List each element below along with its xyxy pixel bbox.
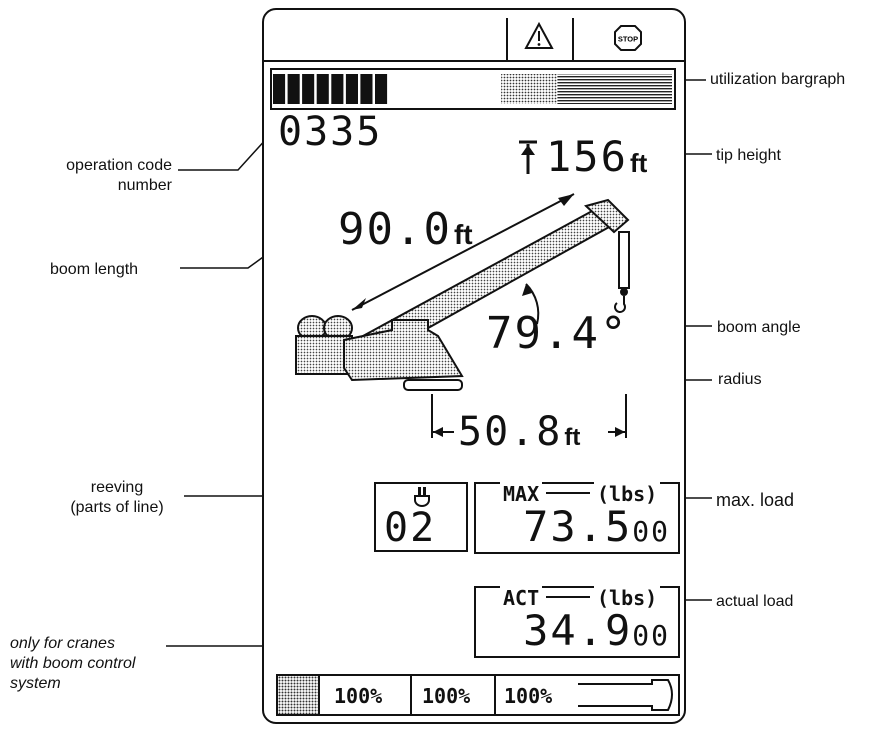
act-label-rule bbox=[546, 596, 590, 598]
hook-icon bbox=[614, 231, 630, 313]
crane-illustration bbox=[295, 193, 630, 391]
strip-divider-3 bbox=[494, 676, 496, 714]
boom-length-readout: 90.0ft bbox=[338, 206, 473, 254]
max-label: MAX bbox=[500, 482, 543, 506]
max-load-value-main: 73.5 bbox=[523, 502, 633, 551]
act-unit: (lbs) bbox=[594, 586, 661, 610]
reeving-box: 02 bbox=[374, 482, 468, 552]
utilization-segment bbox=[360, 74, 373, 104]
hook-block-icon bbox=[414, 487, 430, 507]
actual-load-value: 34.900 bbox=[523, 608, 670, 654]
boom-length-value: 90.0 bbox=[338, 204, 452, 255]
utilization-segment bbox=[375, 74, 388, 104]
callout-reeving: reeving (parts of line) bbox=[70, 479, 164, 516]
utilization-segment bbox=[273, 74, 286, 104]
max-load-value: 73.500 bbox=[523, 504, 670, 550]
radius-value: 50.8 bbox=[458, 409, 563, 455]
boom-section-3-percent: 100% bbox=[504, 684, 553, 708]
stop-icon-text: STOP bbox=[618, 35, 638, 44]
utilization-bargraph bbox=[270, 68, 676, 110]
turntable bbox=[403, 379, 463, 391]
boom-length-dimension-line bbox=[351, 193, 575, 311]
actual-load-value-main: 34.9 bbox=[523, 606, 633, 655]
reeving-value: 02 bbox=[384, 505, 437, 551]
tip-height-unit: ft bbox=[630, 148, 648, 178]
act-label: ACT bbox=[500, 586, 543, 610]
max-load-value-small: 00 bbox=[632, 515, 670, 548]
utilization-segment bbox=[345, 74, 358, 104]
callout-radius: radius bbox=[718, 371, 762, 388]
callout-boom-angle: boom angle bbox=[717, 319, 801, 336]
callout-utilization-bargraph: utilization bargraph bbox=[710, 71, 846, 88]
crane-display-screen: STOP 0335 156 ft bbox=[262, 8, 686, 724]
boom-control-strip: 100% 100% 100% bbox=[276, 674, 680, 716]
utilization-segment bbox=[287, 74, 300, 104]
callout-max-load: max. load bbox=[716, 490, 795, 510]
stop-cell[interactable]: STOP bbox=[572, 18, 684, 62]
utilization-segment bbox=[316, 74, 329, 104]
utilization-striped-zone bbox=[557, 74, 672, 104]
max-label-rule bbox=[546, 492, 590, 494]
utilization-segment bbox=[302, 74, 315, 104]
tip-height-arrow-icon bbox=[519, 140, 537, 174]
utilization-dotted-zone bbox=[501, 74, 558, 104]
utilization-segment bbox=[331, 74, 344, 104]
max-load-box: MAX (lbs) 73.500 bbox=[474, 482, 680, 554]
radius-readout: 50.8ft bbox=[458, 410, 580, 454]
callout-operation-code-number: operation code number bbox=[66, 157, 172, 194]
counterweight bbox=[295, 335, 353, 375]
warning-cell[interactable] bbox=[506, 18, 572, 62]
actual-load-box: ACT (lbs) 34.900 bbox=[474, 586, 680, 658]
operation-code-number: 0335 bbox=[278, 109, 383, 155]
radius-dimension bbox=[431, 394, 627, 438]
superstructure bbox=[343, 319, 464, 382]
boom-length-unit: ft bbox=[453, 219, 473, 250]
boom-angle-arc bbox=[525, 283, 540, 325]
boom-end-icon bbox=[578, 679, 673, 711]
boom-section-2-percent: 100% bbox=[422, 684, 471, 708]
callout-tip-height: tip height bbox=[716, 147, 781, 164]
boom-angle-value: 79.4° bbox=[486, 308, 629, 359]
utilization-bargraph-svg bbox=[273, 74, 672, 104]
boom-head bbox=[584, 198, 630, 234]
radius-unit: ft bbox=[564, 424, 581, 451]
stop-sign-icon: STOP bbox=[614, 25, 642, 51]
callout-boom-length: boom length bbox=[50, 261, 139, 278]
warning-triangle-icon bbox=[524, 21, 554, 49]
boom-section-1-percent: 100% bbox=[334, 684, 383, 708]
tip-height-value: 156 bbox=[546, 132, 628, 181]
header-divider bbox=[264, 60, 684, 62]
callout-boom-control: only for cranes with boom control system bbox=[10, 635, 136, 692]
callout-actual-load: actual load bbox=[716, 593, 794, 610]
boom-control-indicator bbox=[278, 676, 318, 714]
strip-divider-2 bbox=[410, 676, 412, 714]
actual-load-value-small: 00 bbox=[632, 619, 670, 652]
max-unit: (lbs) bbox=[594, 482, 661, 506]
strip-divider-1 bbox=[318, 676, 320, 714]
